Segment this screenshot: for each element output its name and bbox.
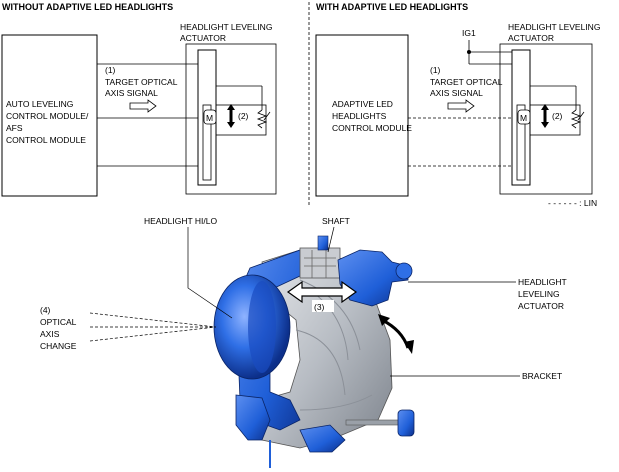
right-power-label: IG1 (462, 28, 476, 38)
right-panel: WITH ADAPTIVE LED HEADLIGHTS ADAPTIVE LE… (315, 2, 603, 208)
left-motor-icon (203, 109, 217, 125)
right-updown-arrow-icon (541, 104, 549, 128)
right-module-label: ADAPTIVE LED HEADLIGHTS CONTROL MODULE (332, 99, 412, 133)
right-motor-symbol: M (520, 113, 527, 123)
left-potentiometer (256, 109, 268, 129)
shaft-body (299, 247, 341, 279)
left-actuator-frame (185, 43, 277, 195)
optical-axis-lines (89, 312, 217, 342)
left-updown-arrow-icon (227, 104, 235, 128)
optical-number: (4) (40, 305, 51, 315)
left-module-box (1, 34, 98, 197)
headlight-illustration: (3) (213, 235, 415, 468)
left-panel: WITHOUT ADAPTIVE LED HEADLIGHTS AUTO LEV… (1, 2, 277, 197)
right-actuator-label: HEADLIGHT LEVELING ACTUATOR (508, 22, 603, 43)
rotation-arrow-head-top (378, 314, 390, 326)
right-heading: WITH ADAPTIVE LED HEADLIGHTS (316, 2, 468, 12)
bottom-labels: HEADLIGHT HI/LO SHAFT HEADLIGHT LEVELING… (40, 216, 569, 381)
movement-number-box (312, 300, 334, 312)
lin-legend: - - - - - - : LIN (548, 198, 597, 208)
shaft-detail (304, 250, 336, 278)
bracket-label: BRACKET (522, 371, 562, 381)
right-pot-wiper (577, 111, 585, 121)
left-pot-wiper (263, 111, 271, 121)
headlight-leader (187, 227, 233, 319)
bracket-ribs (295, 279, 373, 411)
left-signal-number: (1) (105, 65, 116, 75)
rotation-arrow-head-bottom (404, 340, 414, 354)
actuator-cap (395, 262, 413, 280)
right-motor-icon (517, 109, 531, 125)
right-position-number: (2) (552, 111, 563, 121)
adjuster-knob (397, 409, 415, 437)
adjuster-rod (345, 419, 405, 426)
right-module-box (315, 34, 409, 197)
lamp-bottom-mount (299, 424, 346, 453)
lamp-lens-rim (248, 281, 276, 373)
movement-arrow-icon (286, 280, 358, 304)
left-actuator-label: HEADLIGHT LEVELING ACTUATOR (180, 22, 275, 43)
right-signal-number: (1) (430, 65, 441, 75)
shaft-label: SHAFT (322, 216, 350, 226)
right-signal-arrow (447, 99, 475, 113)
left-position-number: (2) (238, 111, 249, 121)
optical-label: OPTICAL AXIS CHANGE (40, 317, 78, 351)
left-actuator-slot (202, 104, 212, 181)
headlight-label: HEADLIGHT HI/LO (144, 216, 217, 226)
left-heading: WITHOUT ADAPTIVE LED HEADLIGHTS (2, 2, 173, 12)
right-actuator-slot (516, 104, 526, 181)
left-signal-label: TARGET OPTICAL AXIS SIGNAL (105, 77, 179, 98)
right-signal-label: TARGET OPTICAL AXIS SIGNAL (430, 77, 504, 98)
left-signal-arrow (129, 99, 157, 113)
movement-number: (3) (314, 302, 325, 312)
left-motor-symbol: M (206, 113, 213, 123)
right-potentiometer (570, 109, 582, 129)
shaft-leader (327, 226, 335, 253)
left-module-label: AUTO LEVELING CONTROL MODULE/ AFS CONTRO… (6, 99, 91, 145)
right-actuator-frame (499, 43, 593, 195)
lamp-lower-mount (235, 394, 271, 441)
shaft-top-connector (317, 235, 329, 251)
actuator-label: HEADLIGHT LEVELING ACTUATOR (518, 277, 569, 311)
